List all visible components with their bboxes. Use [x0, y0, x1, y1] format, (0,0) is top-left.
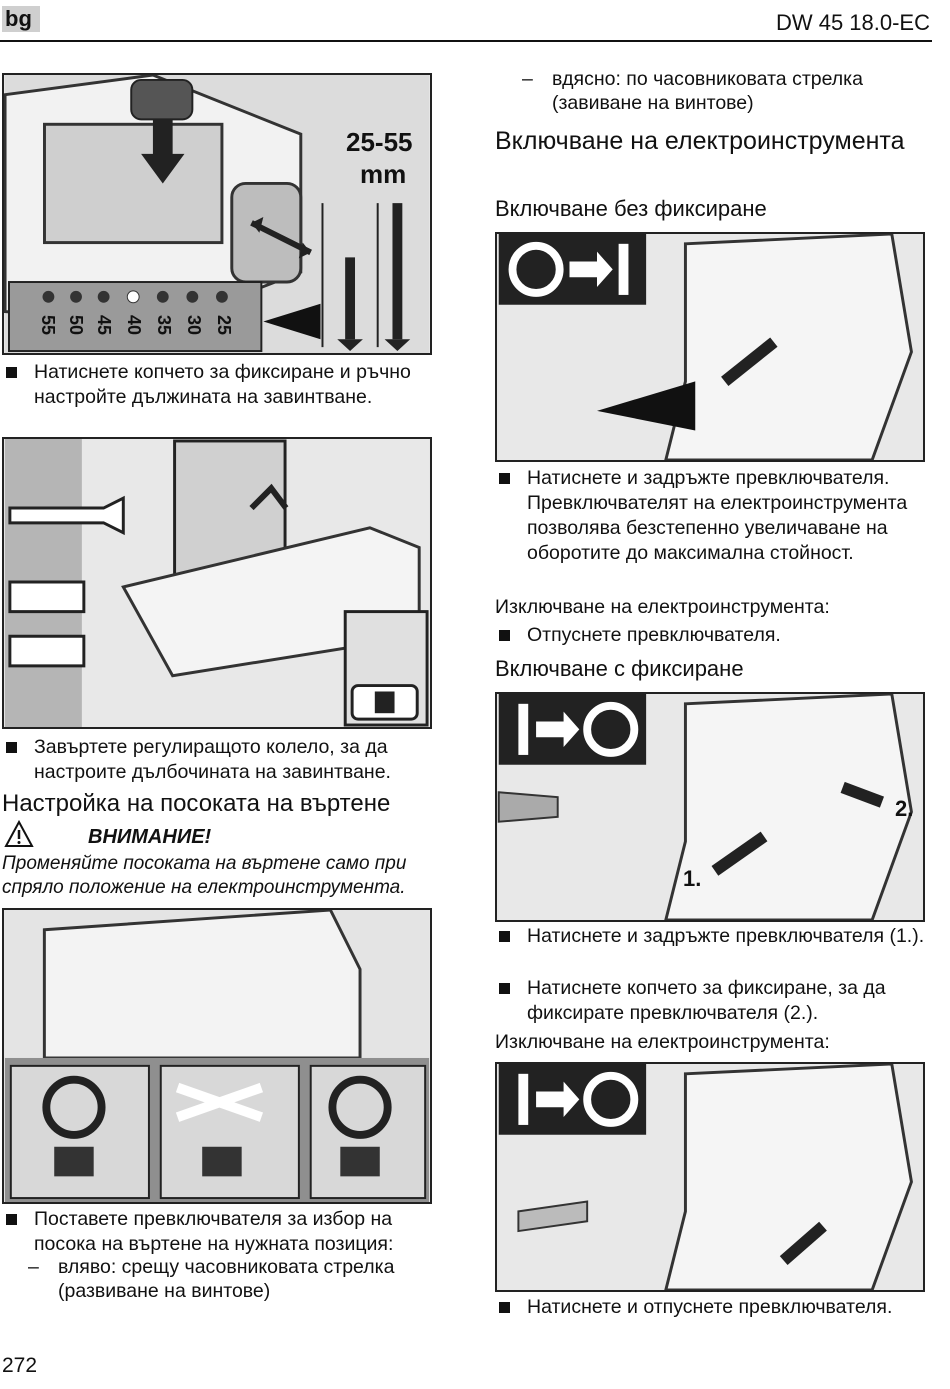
depth-scale-40: 40 — [124, 315, 144, 336]
bullet-marker — [6, 367, 17, 378]
off-symbol-icon — [508, 241, 564, 297]
section-title: Настройка на посоката на въртене — [2, 790, 391, 817]
heading-switch-on: Включване на електроинструмента — [495, 127, 905, 155]
bullet-marker — [499, 1302, 510, 1313]
page-number: 272 — [2, 1354, 38, 1377]
depth-scale-55: 55 — [38, 315, 58, 336]
bullet-marker — [6, 1214, 17, 1225]
depth-wheel-illustration — [4, 439, 430, 727]
counterclockwise-icon — [42, 1075, 106, 1139]
dash-item: – вляво: срещу часовниковата стрелка (ра… — [28, 1256, 395, 1302]
instruction-bullet: Натиснете и задръжте превключвателя (1.)… — [499, 924, 931, 949]
bullet-marker — [499, 983, 510, 994]
depth-scale-25: 25 — [214, 315, 234, 336]
length-range-label: 25-55 — [346, 127, 413, 157]
warning-title: ВНИМАНИЕ! — [88, 826, 212, 848]
screw-short-icon — [337, 257, 363, 352]
depth-scale-45: 45 — [94, 315, 114, 336]
warning-text: Променяйте посоката на въртене само при … — [2, 853, 407, 898]
lock-x-icon — [175, 1082, 264, 1122]
warning-triangle-icon — [4, 820, 34, 847]
drill-attachment-illustration — [4, 75, 429, 353]
paragraph: Изключване на електроинструмента: — [495, 1031, 830, 1053]
bullet-marker — [499, 473, 510, 484]
arrow-right-icon — [536, 711, 580, 748]
clockwise-icon — [328, 1075, 392, 1139]
subheading-without-lock: Включване без фиксиране — [495, 196, 767, 221]
arrow-right-icon — [569, 251, 613, 288]
instruction-bullet: Натиснете копчето за фиксиране и ръчно н… — [6, 360, 426, 410]
trigger-lock-illustration — [497, 694, 922, 920]
trigger-press-illustration — [498, 234, 922, 460]
instruction-bullet: Завъртете регулиращото колело, за да нас… — [6, 735, 436, 785]
figure-switch-with-lock: 1. 2. — [495, 692, 925, 922]
instruction-bullet: Натиснете и отпуснете превключвателя. — [499, 1295, 931, 1320]
rotate-arrow-icon — [249, 483, 289, 511]
bullet-marker — [6, 742, 17, 753]
instruction-bullet: Натиснете и задръжте превключвателя. Пре… — [499, 466, 931, 566]
instruction-bullet: Натиснете копчето за фиксиране, за да фи… — [499, 976, 931, 1026]
depth-scale-50: 50 — [66, 315, 86, 336]
off-symbol-icon — [583, 1071, 639, 1127]
off-symbol-icon — [583, 701, 639, 757]
depth-scale-35: 35 — [154, 315, 174, 336]
figure-switch-off — [495, 1062, 925, 1292]
figure-screw-length-adjust: 25-55 mm 55 50 45 40 35 30 25 — [2, 73, 432, 355]
on-symbol-icon — [618, 243, 629, 295]
screw-icons — [8, 495, 125, 668]
step-1-label: 1. — [683, 866, 702, 891]
language-tag: bg — [2, 6, 40, 32]
depth-scale-30: 30 — [184, 315, 204, 336]
on-symbol-icon — [518, 1073, 529, 1125]
trigger-release-illustration — [498, 1064, 922, 1290]
bullet-marker — [499, 630, 510, 641]
bullet-marker — [499, 931, 510, 942]
subheading-with-lock: Включване с фиксиране — [495, 656, 744, 681]
model-name: DW 45 18.0-EC — [775, 10, 930, 35]
instruction-bullet: Отпуснете превключвателя. — [499, 623, 931, 648]
figure-screw-depth-adjust — [2, 437, 432, 729]
paragraph: Изключване на електроинструмента: — [495, 596, 830, 618]
direction-switch-illustration — [4, 910, 430, 1202]
length-unit-label: mm — [360, 159, 407, 189]
step-2-label: 2. — [895, 796, 914, 821]
header-rule — [0, 40, 932, 42]
figure-switch-no-lock — [495, 232, 925, 462]
arrow-right-icon — [536, 1081, 580, 1118]
instruction-bullet: Поставете превключвателя за избор на пос… — [6, 1207, 436, 1257]
figure-direction-switch — [2, 908, 432, 1204]
dash-item: – вдясно: по часовниковата стрелка (зави… — [522, 68, 863, 114]
screw-long-icon — [384, 203, 411, 352]
on-symbol-icon — [518, 703, 529, 755]
